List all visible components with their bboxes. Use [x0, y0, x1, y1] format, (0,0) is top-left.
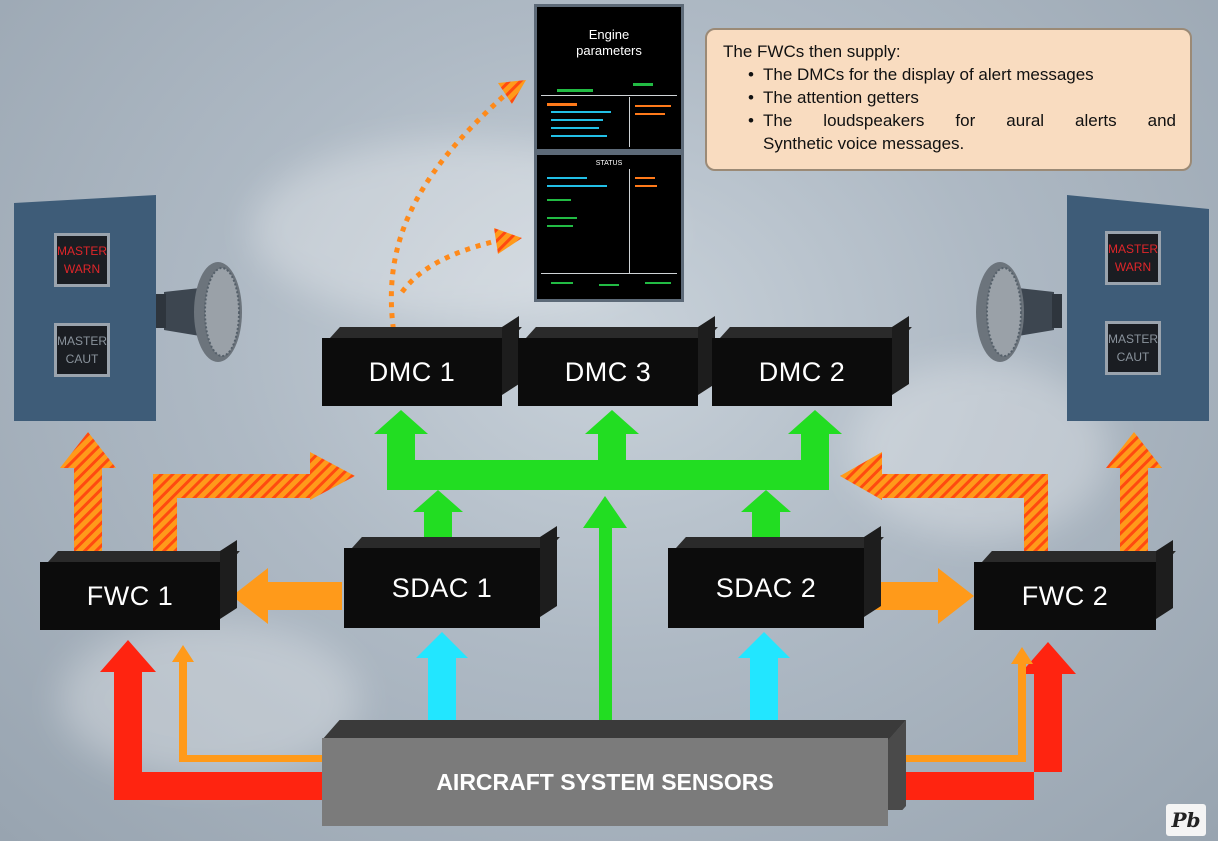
attention-getter-panel-right: MASTER WARN MASTER CAUT	[1067, 195, 1209, 421]
hatched-orange-arrows	[60, 432, 1162, 555]
sdac-1-box: SDAC 1	[344, 548, 540, 628]
callout-item: The attention getters	[748, 86, 1176, 109]
ewd-warning-amber	[547, 103, 577, 106]
master-caut-label-2: CAUT	[65, 352, 99, 366]
ewd-title-line1: Engine	[588, 27, 630, 42]
ewd-memo-green	[557, 89, 593, 92]
ewd-line-cyan	[551, 127, 599, 129]
ewd-memo-green	[633, 83, 653, 86]
master-warn-label-2: WARN	[63, 262, 101, 276]
sd-line-green	[547, 199, 571, 201]
sdac-2-box: SDAC 2	[668, 548, 864, 628]
sd-title: STATUS	[595, 160, 623, 167]
sensors-box-side	[888, 720, 906, 810]
ewd-line-cyan	[551, 135, 607, 137]
callout-item: Synthetic voice messages.	[763, 132, 1176, 155]
sd-screen: STATUS	[534, 152, 684, 302]
ewd-warning-amber	[635, 105, 671, 107]
master-caut-label-1: MASTER	[1108, 332, 1159, 346]
dotted-orange-links	[388, 80, 526, 341]
speaker-icon	[156, 262, 242, 362]
ewd-separator	[541, 95, 677, 96]
sd-divider	[629, 169, 630, 273]
ewd-line-cyan	[551, 111, 611, 113]
dmc-3-box: DMC 3	[518, 338, 698, 406]
ewd-title: Engine parameters	[537, 27, 681, 59]
callout-item: The DMCs for the display of alert messag…	[748, 63, 1176, 86]
cloud	[60, 620, 360, 780]
sd-line-amber	[635, 177, 655, 179]
speaker-icon	[976, 262, 1062, 362]
dmc-1-box: DMC 1	[322, 338, 502, 406]
fwc-2-label: FWC 2	[1021, 580, 1109, 611]
ewd-line-cyan	[551, 119, 603, 121]
master-caut-button[interactable]: MASTER CAUT	[1105, 321, 1161, 375]
master-caut-label-1: MASTER	[57, 334, 108, 348]
master-warn-label-2: WARN	[1114, 260, 1152, 274]
master-warn-button[interactable]: MASTER WARN	[1105, 231, 1161, 285]
callout-intro: The FWCs then supply:	[723, 42, 901, 61]
fwc-1-label: FWC 1	[86, 580, 174, 611]
thin-orange-arrows	[172, 645, 1033, 762]
attention-getter-panel-left: MASTER WARN MASTER CAUT	[14, 195, 156, 421]
sd-line-cyan	[547, 185, 607, 187]
dmc-2-label: DMC 2	[758, 356, 846, 387]
ewd-divider	[629, 97, 630, 147]
sdac-1-label: SDAC 1	[391, 572, 493, 603]
aircraft-system-sensors-box: AIRCRAFT SYSTEM SENSORS	[322, 738, 888, 826]
green-bus-arrows	[374, 410, 842, 730]
sensors-label: AIRCRAFT SYSTEM SENSORS	[436, 768, 774, 795]
sd-footer-green	[599, 284, 619, 286]
red-arrows	[100, 640, 1076, 800]
fwc-1-box: FWC 1	[40, 562, 220, 630]
sd-line-cyan	[547, 177, 587, 179]
master-warn-button[interactable]: MASTER WARN	[54, 233, 110, 287]
sd-line-amber	[635, 185, 657, 187]
dmc-3-label: DMC 3	[564, 356, 652, 387]
logo-text: Pb	[1171, 808, 1201, 832]
explanation-callout: The FWCs then supply: The DMCs for the d…	[705, 28, 1192, 171]
master-caut-button[interactable]: MASTER CAUT	[54, 323, 110, 377]
sdac-2-label: SDAC 2	[715, 572, 817, 603]
brand-logo: Pb	[1166, 804, 1206, 836]
sensors-box-top	[322, 720, 906, 740]
master-warn-label-1: MASTER	[1108, 242, 1159, 256]
ewd-warning-amber	[635, 113, 665, 115]
sd-footer	[541, 273, 677, 298]
ewd-screen: Engine parameters	[534, 4, 684, 152]
callout-list: The DMCs for the display of alert messag…	[723, 63, 1176, 155]
sd-footer-green	[551, 282, 573, 284]
solid-orange-arrows	[232, 568, 974, 624]
callout-item-continuation: Synthetic voice messages.	[763, 134, 965, 153]
dmc-2-box: DMC 2	[712, 338, 892, 406]
dmc-1-label: DMC 1	[368, 356, 456, 387]
callout-item: The loudspeakers for aural alerts and	[748, 109, 1176, 132]
sd-line-green	[547, 225, 573, 227]
master-warn-label-1: MASTER	[57, 244, 108, 258]
cyan-arrows	[416, 632, 790, 730]
sd-line-green	[547, 217, 577, 219]
master-caut-label-2: CAUT	[1116, 350, 1150, 364]
ewd-title-line2: parameters	[576, 43, 642, 58]
sd-footer-green	[645, 282, 671, 284]
fwc-2-box: FWC 2	[974, 562, 1156, 630]
